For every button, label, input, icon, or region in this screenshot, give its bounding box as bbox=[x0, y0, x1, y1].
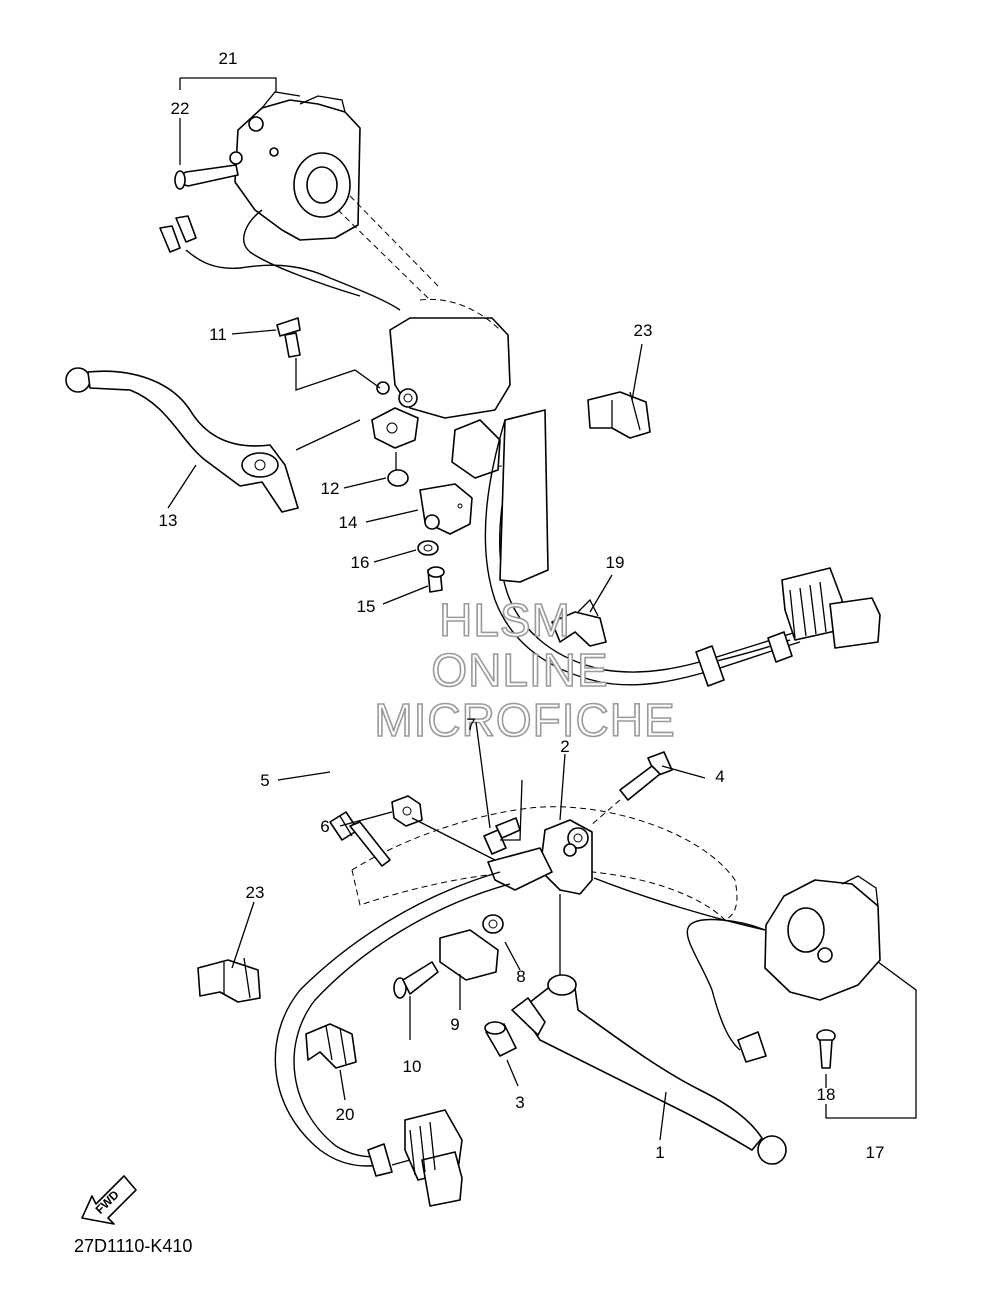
label-8: 8 bbox=[516, 967, 525, 986]
label-12: 12 bbox=[321, 479, 340, 498]
watermark-line3: MICROFICHE bbox=[374, 694, 675, 746]
collar-8 bbox=[482, 914, 521, 971]
brake-switch-9 bbox=[439, 929, 499, 1010]
clamp-23-upper bbox=[587, 391, 651, 439]
label-5: 5 bbox=[260, 771, 269, 790]
fwd-arrow-icon: FWD bbox=[81, 1175, 137, 1225]
clutch-cable bbox=[484, 409, 801, 686]
clamp-23-lower bbox=[197, 957, 261, 1003]
switch-wire-terminals bbox=[159, 209, 401, 311]
clamp-20 bbox=[305, 1023, 357, 1069]
label-14: 14 bbox=[339, 513, 358, 532]
screw-18 bbox=[816, 1029, 836, 1088]
label-7: 7 bbox=[466, 715, 475, 734]
handlebar-dashed-upper bbox=[337, 195, 441, 301]
brake-lever-1 bbox=[511, 974, 787, 1165]
collar-3 bbox=[484, 1021, 519, 1087]
screw-22 bbox=[174, 164, 239, 190]
lever-bracket-2 bbox=[487, 819, 593, 980]
label-17: 17 bbox=[866, 1143, 885, 1162]
label-3: 3 bbox=[515, 1093, 524, 1112]
label-2: 2 bbox=[560, 737, 569, 756]
label-10: 10 bbox=[403, 1057, 422, 1076]
bolt-4 bbox=[589, 751, 673, 827]
watermark-line2: ONLINE bbox=[431, 644, 608, 696]
diagram-code: 27D1110-K410 bbox=[74, 1236, 192, 1256]
nut-6 bbox=[391, 795, 496, 861]
label-11: 11 bbox=[209, 325, 227, 344]
leader-lines bbox=[167, 329, 706, 1101]
bolt-11 bbox=[276, 317, 381, 391]
clutch-lever-holder bbox=[371, 298, 511, 479]
label-23-lower: 23 bbox=[246, 883, 265, 902]
clutch-lever-13 bbox=[65, 367, 361, 513]
label-21: 21 bbox=[219, 49, 238, 68]
screw-15 bbox=[427, 566, 445, 593]
washer-16 bbox=[417, 540, 439, 556]
handlebar-dashed-lower bbox=[351, 806, 738, 921]
label-18: 18 bbox=[817, 1085, 836, 1104]
label-16: 16 bbox=[351, 553, 370, 572]
collar-12 bbox=[387, 452, 409, 487]
clamp-19 bbox=[551, 598, 607, 647]
left-handlebar-switch bbox=[229, 91, 361, 241]
watermark-line1: HLSM bbox=[439, 594, 571, 646]
brake-switch-wire bbox=[274, 871, 766, 1207]
part-labels: 21 22 11 23 13 12 14 16 15 19 7 2 5 4 6 … bbox=[159, 49, 885, 1162]
label-22: 22 bbox=[171, 99, 190, 118]
label-6: 6 bbox=[320, 817, 329, 836]
label-1: 1 bbox=[655, 1143, 664, 1162]
label-19: 19 bbox=[606, 553, 625, 572]
clutch-switch-14 bbox=[419, 483, 473, 535]
right-handlebar-switch bbox=[686, 875, 881, 1063]
label-15: 15 bbox=[357, 597, 376, 616]
label-13: 13 bbox=[159, 511, 178, 530]
label-4: 4 bbox=[715, 767, 724, 786]
bracket-21 bbox=[179, 77, 277, 92]
bolt-5 bbox=[329, 811, 391, 867]
label-9: 9 bbox=[450, 1015, 459, 1034]
bracket-17 bbox=[825, 961, 917, 1119]
switch-connector-upper bbox=[695, 567, 881, 687]
watermark: HLSM ONLINE MICROFICHE bbox=[374, 593, 676, 747]
bolt-7 bbox=[475, 721, 523, 855]
screw-10 bbox=[393, 961, 439, 1040]
label-23-upper: 23 bbox=[634, 321, 653, 340]
label-20: 20 bbox=[336, 1105, 355, 1124]
